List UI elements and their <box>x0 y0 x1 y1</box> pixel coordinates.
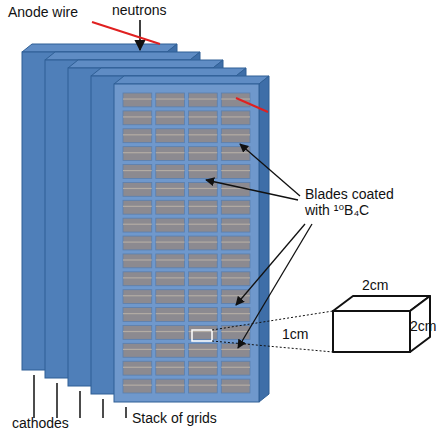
leader-arrow <box>238 224 312 348</box>
grid-stack <box>22 44 269 402</box>
anode-wire <box>92 22 160 44</box>
projection-line <box>212 341 333 352</box>
anode-wire-label: Anode wire <box>8 4 78 20</box>
dimension-label: 2cm <box>362 277 388 293</box>
stack-label: Stack of grids <box>132 410 217 426</box>
dimension-label: 2cm <box>410 318 436 334</box>
cathode-leads <box>34 375 126 418</box>
blade-coating-label: Blades coated with ¹⁰B₄C <box>305 186 417 218</box>
neutrons-label: neutrons <box>112 2 166 18</box>
neutron-arrow <box>139 20 141 50</box>
cathodes-label: cathodes <box>12 415 69 431</box>
anode-wire <box>236 98 268 112</box>
leader-arrow <box>240 144 300 196</box>
dimension-label: 1cm <box>282 326 308 342</box>
projection-line <box>212 311 333 330</box>
leader-arrow <box>206 180 298 200</box>
blade-cells <box>123 93 250 393</box>
callout-lines <box>34 20 430 418</box>
highlighted-cell <box>192 330 212 341</box>
